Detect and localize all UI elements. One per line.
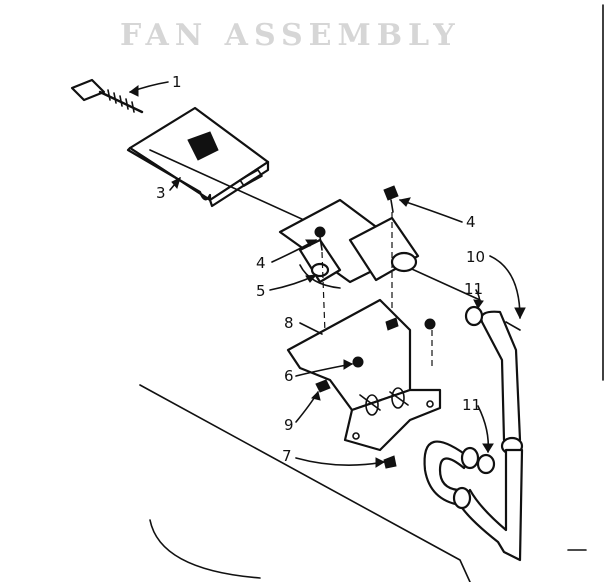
part-hose-lower: [423, 440, 524, 562]
callout-4-left: 4: [256, 254, 266, 272]
callout-11-upper: 11: [464, 280, 483, 298]
callout-9: 9: [284, 416, 294, 434]
part-3-cover: [126, 106, 270, 208]
part-9-clip: [315, 379, 331, 393]
arrow-icon: [129, 81, 526, 468]
callout-1: 1: [172, 73, 182, 91]
part-6-screw: [352, 318, 436, 368]
part-11-clamp-lower: [476, 453, 496, 475]
callout-11-lower: 11: [462, 396, 481, 414]
part-8-plate: [286, 298, 442, 452]
part-4-screw-left: [314, 226, 326, 251]
part-11-clamp-upper: [464, 305, 484, 327]
part-7-clip: [383, 455, 397, 469]
callout-4-right: 4: [466, 213, 476, 231]
surface-edge-arc: [149, 519, 261, 579]
callout-5: 5: [256, 282, 266, 300]
callout-6: 6: [284, 367, 294, 385]
callout-7: 7: [282, 447, 292, 465]
part-4-screw-upper: [383, 185, 399, 213]
callout-3: 3: [156, 184, 166, 202]
callout-8: 8: [284, 314, 294, 332]
part-mount-bracket: [278, 198, 420, 289]
part-1-screw: [70, 78, 144, 114]
callout-10: 10: [466, 248, 485, 266]
diagram-title: FAN ASSEMBLY: [120, 18, 461, 53]
surface-edge-line: [139, 384, 471, 582]
